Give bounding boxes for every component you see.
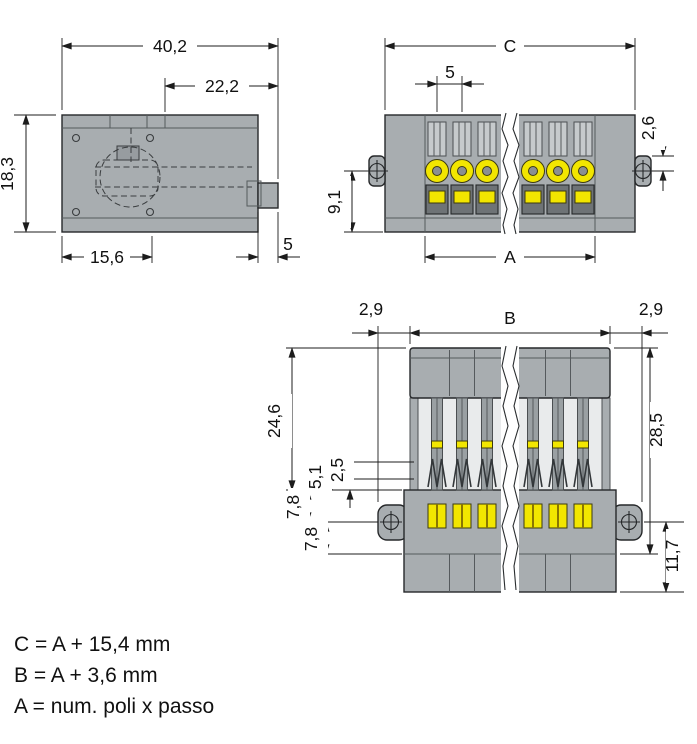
mount-hole-icon — [71, 133, 81, 143]
side-view-step — [257, 182, 279, 209]
elevation-view: B 2,9 2,9 24,6 5,1 2,5 — [264, 299, 690, 594]
dim-total-width: 40,2 — [61, 36, 279, 179]
dim-left-stack: 24,6 5,1 2,5 7,8 7,8 — [264, 347, 414, 558]
mount-hole-icon — [71, 207, 81, 217]
latch-outline — [246, 180, 262, 207]
dim-9-1: 9,1 — [324, 170, 383, 233]
pole — [449, 121, 475, 215]
pole — [520, 121, 546, 215]
pole — [570, 121, 596, 215]
dim-label-5-1: 5,1 — [305, 465, 325, 489]
dim-label-28-5: 28,5 — [646, 413, 666, 447]
dim-label-2-9-left: 2,9 — [359, 299, 383, 319]
break-gap — [501, 112, 520, 235]
dim-label-18-3: 18,3 — [0, 157, 17, 191]
dim-label-40-2: 40,2 — [153, 36, 187, 56]
dim-label-7-8-second: 7,8 — [301, 527, 321, 551]
dim-label-11-7: 11,7 — [662, 540, 682, 573]
clamp-cavity — [116, 145, 140, 161]
dim-step: 5 — [236, 212, 300, 263]
mount-hole-icon — [145, 207, 155, 217]
side-view-body — [61, 114, 279, 233]
lever-hidden-outline — [95, 159, 159, 197]
dim-label-5-step: 5 — [283, 234, 293, 254]
legend: C = A + 15,4 mm B = A + 3,6 mm A = num. … — [14, 633, 214, 718]
pole — [545, 121, 571, 215]
dim-label-2-5: 2,5 — [327, 458, 347, 482]
dim-height: 18,3 — [0, 114, 56, 233]
dim-label-2-9-right: 2,9 — [639, 299, 663, 319]
front-view: C 5 2,6 9,1 — [324, 36, 674, 267]
dim-2-6: 2,6 — [638, 106, 674, 191]
dim-label-24-6: 24,6 — [264, 404, 284, 438]
dim-b-row: B 2,9 2,9 — [352, 299, 668, 502]
dim-label-a: A — [504, 247, 516, 267]
dim-label-pitch-5: 5 — [445, 62, 455, 82]
dim-label-b: B — [504, 308, 516, 328]
side-view: 40,2 22,2 18,3 15,6 5 — [0, 36, 300, 267]
dim-a-width: A — [424, 236, 596, 267]
legend-line-b: B = A + 3,6 mm — [14, 664, 158, 687]
dim-label-22-2: 22,2 — [205, 76, 239, 96]
dim-bottom-left: 15,6 — [61, 236, 153, 267]
pole — [424, 121, 450, 215]
legend-line-c: C = A + 15,4 mm — [14, 633, 170, 656]
mount-hole-icon — [145, 133, 155, 143]
dim-right-stack: 28,5 11,7 — [614, 347, 690, 593]
dim-label-c: C — [504, 36, 517, 56]
dim-pitch: 5 — [415, 62, 484, 112]
dim-c-width: C — [384, 36, 636, 110]
dim-label-9-1: 9,1 — [324, 190, 344, 214]
legend-line-a: A = num. poli x passo — [14, 695, 214, 718]
pole — [474, 121, 500, 215]
dim-label-7-8-first: 7,8 — [283, 495, 303, 519]
front-view-body — [365, 112, 655, 235]
elevation-body — [377, 344, 643, 594]
dim-label-15-6: 15,6 — [90, 247, 124, 267]
dim-label-2-6: 2,6 — [638, 116, 658, 140]
lever-hidden-circle — [99, 146, 161, 208]
break-gap — [501, 344, 520, 594]
dim-partial-width: 22,2 — [164, 76, 279, 112]
